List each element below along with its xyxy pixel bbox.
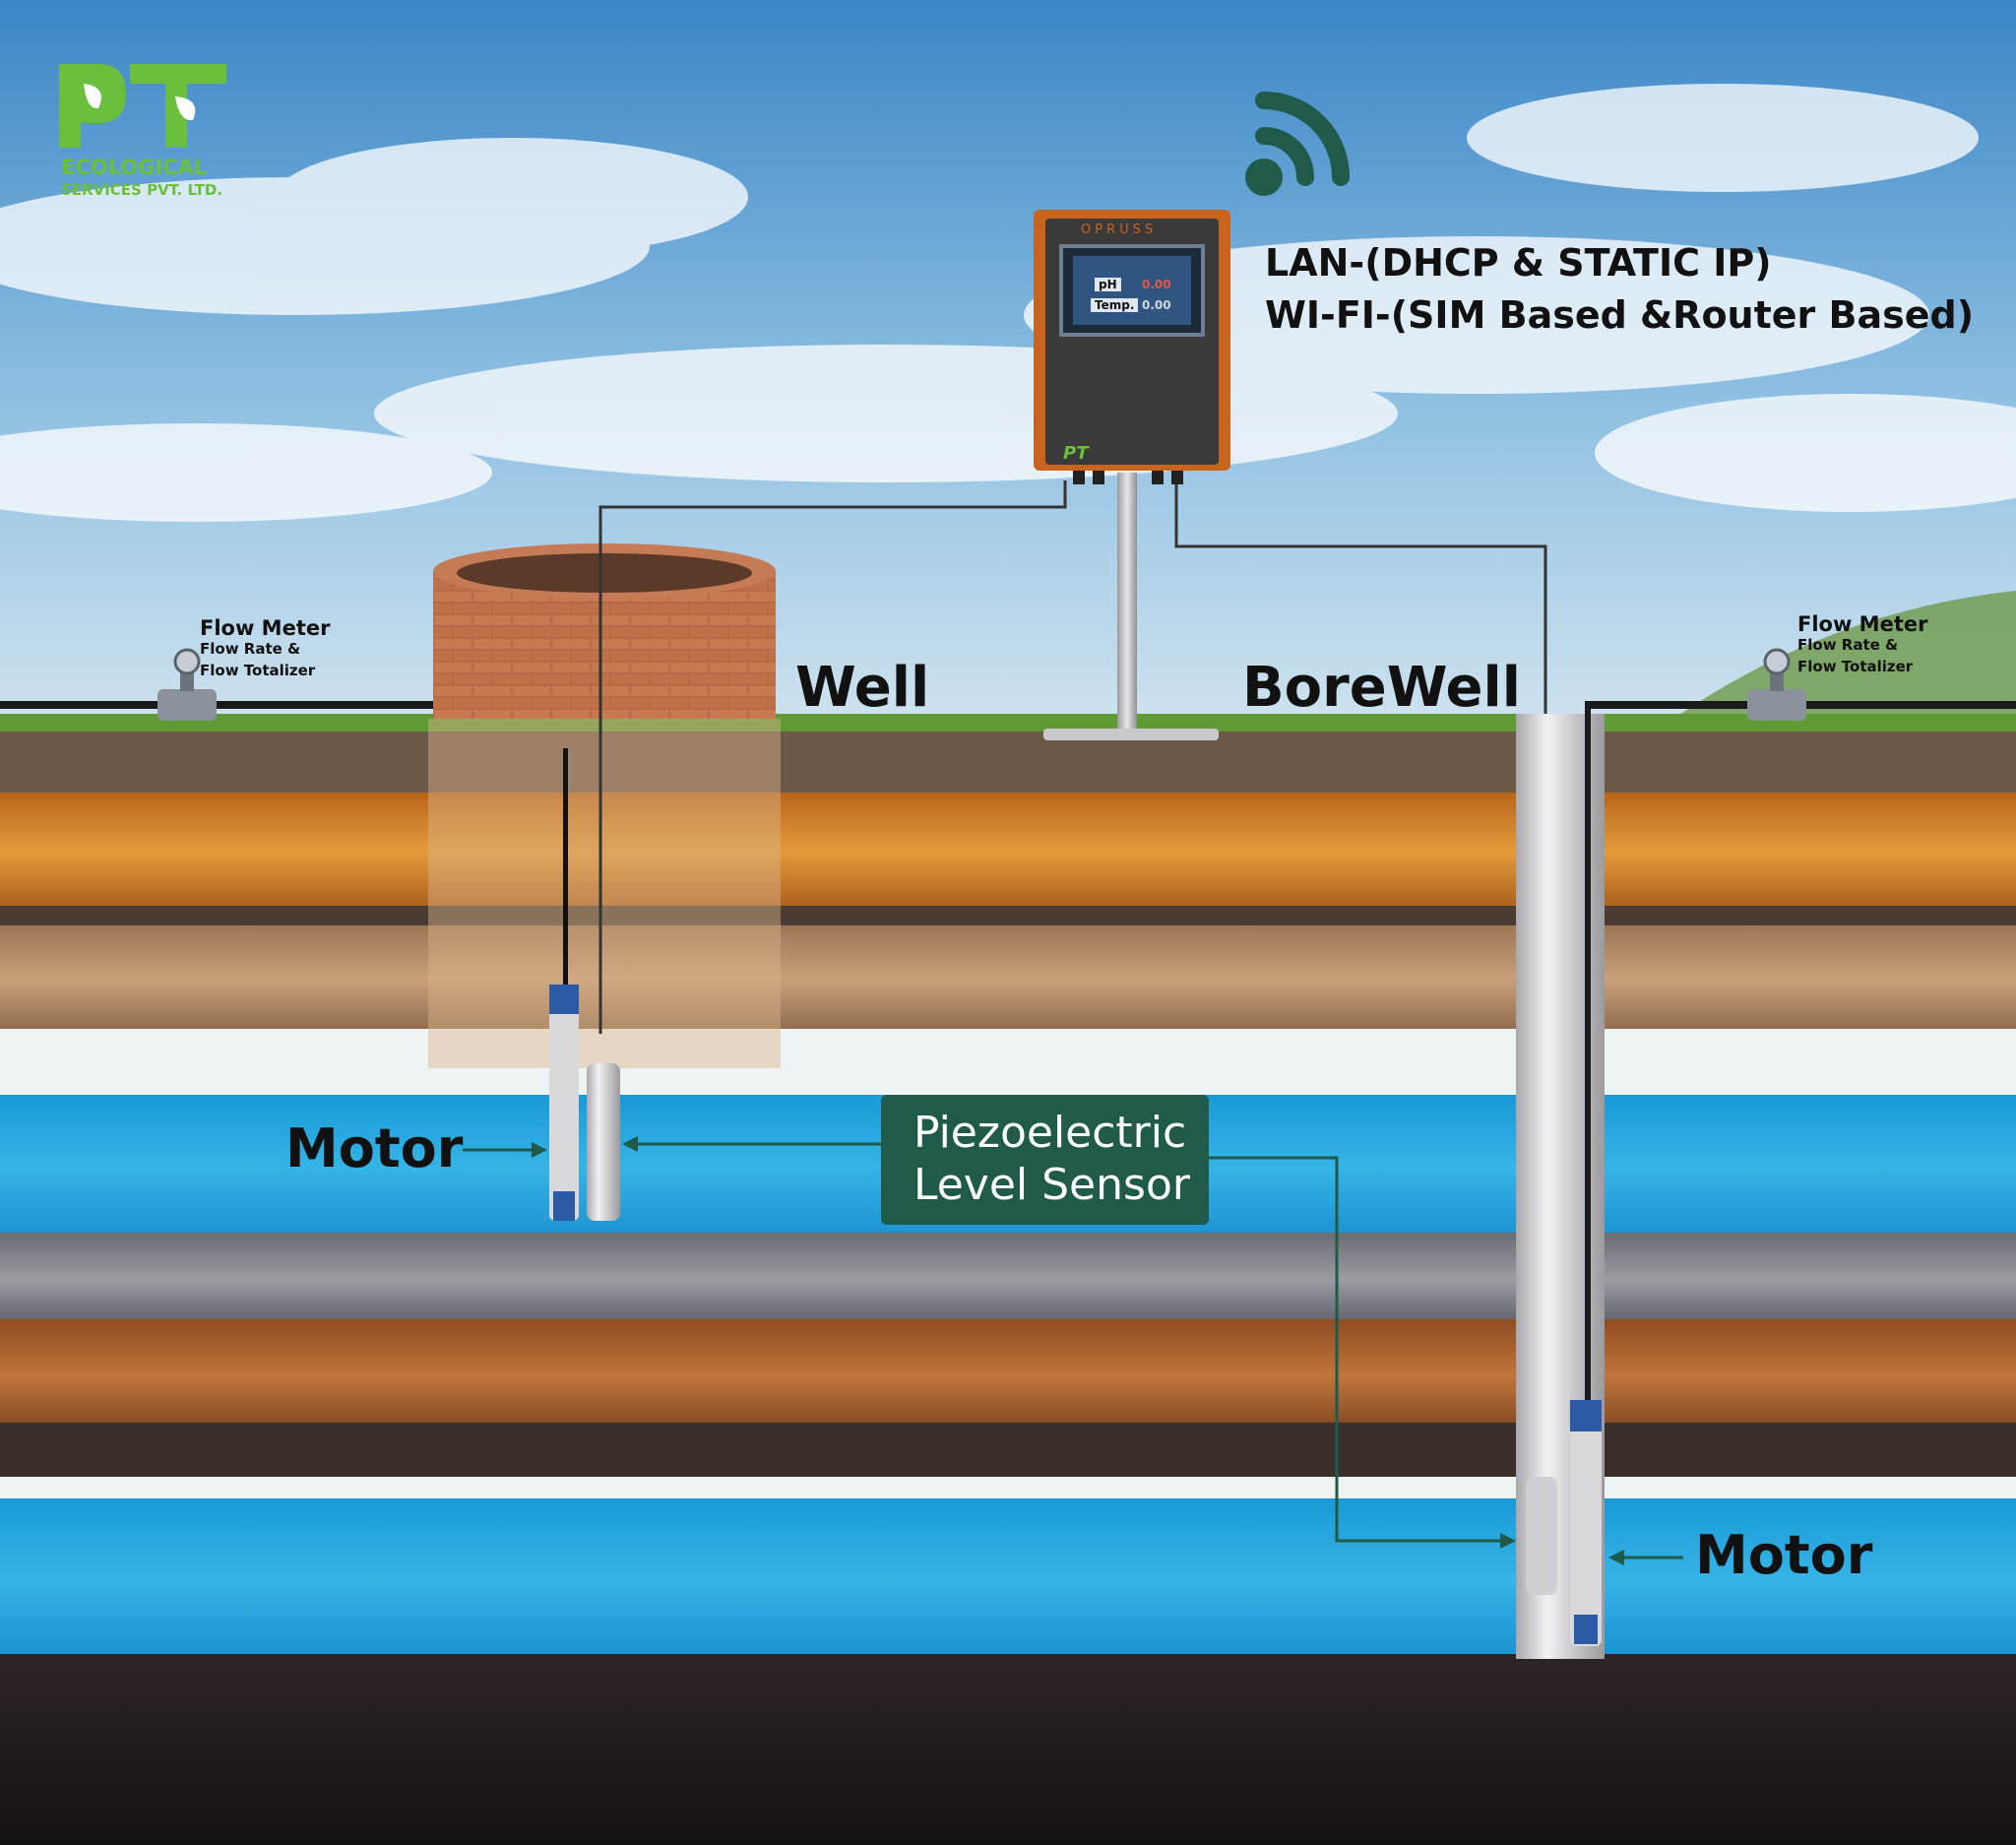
- well-sensor-cable: [598, 480, 1067, 1034]
- controller-enclosure: [1034, 210, 1230, 484]
- well-motor: [549, 985, 579, 1221]
- lower-aquifer: [0, 1498, 2016, 1661]
- flow-meter-left-sub1: Flow Rate &: [200, 640, 301, 658]
- sensor-label-line2: Level Sensor: [914, 1160, 1190, 1210]
- borewell-label: BoreWell: [1242, 656, 1521, 720]
- flow-meter-right-sub1: Flow Rate &: [1797, 636, 1899, 654]
- flow-meter-left-title: Flow Meter: [200, 616, 331, 640]
- orange-soil-layer: [0, 793, 2016, 911]
- flow-meter-left-sub2: Flow Totalizer: [200, 662, 316, 679]
- white-gap-lower: [0, 1477, 2016, 1501]
- clay-layer: [0, 1319, 2016, 1432]
- well-level-sensor: [587, 1063, 620, 1221]
- flow-meter-right-device: [1747, 648, 1806, 721]
- motor-left-label: Motor: [285, 1117, 464, 1179]
- controller-pole: [1117, 473, 1137, 738]
- connectivity-line1: LAN-(DHCP & STATIC IP): [1265, 241, 1772, 285]
- motor-left-arrow-head: [532, 1142, 547, 1158]
- logo-line1: ECOLOGICAL: [61, 156, 208, 179]
- borewell-motor-pipe: [1585, 701, 1591, 1400]
- brick-well: [428, 543, 781, 1068]
- well-label: Well: [795, 656, 930, 720]
- flow-meter-left-device: [158, 648, 217, 721]
- tan-soil-layer: [0, 925, 2016, 1034]
- logo-mark: [59, 64, 226, 148]
- controller-badge: PT: [1063, 443, 1089, 464]
- screen-row1-label: pH: [1095, 278, 1121, 291]
- dark-gravel-layer: [0, 1423, 2016, 1482]
- screen-row2-label: Temp.: [1091, 298, 1139, 312]
- sensor-arrow-right: [1209, 1156, 1506, 1543]
- screen-row1-value: 0.00: [1142, 278, 1171, 291]
- motor-right-label: Motor: [1695, 1524, 1873, 1586]
- flow-meter-right-sub2: Flow Totalizer: [1797, 658, 1914, 675]
- sensor-arrow-right-head: [1500, 1533, 1516, 1549]
- borewell-motor: [1570, 1400, 1602, 1646]
- controller-brand: OPRUSS: [1081, 223, 1158, 237]
- borewell-level-sensor: [1526, 1477, 1557, 1595]
- gravel-layer: [0, 906, 2016, 927]
- screen-row2-value: 0.00: [1142, 298, 1171, 312]
- well-motor-cable: [563, 748, 568, 989]
- sensor-callout-box: [881, 1095, 1209, 1225]
- logo-line2: SERVICES PVT. LTD.: [61, 181, 223, 199]
- connectivity-line2: WI-FI-(SIM Based &Router Based): [1265, 293, 1975, 337]
- grass: [0, 714, 2016, 732]
- pole-base: [1043, 729, 1219, 740]
- grey-rock-layer: [0, 1233, 2016, 1326]
- topsoil-layer: [0, 724, 2016, 802]
- wifi-icon: [1245, 92, 1350, 196]
- sensor-label-line1: Piezoelectric: [914, 1108, 1187, 1158]
- bedrock-layer: [0, 1654, 2016, 1845]
- white-gap-upper: [0, 1029, 2016, 1098]
- motor-right-arrow-head: [1608, 1550, 1624, 1565]
- sensor-arrow-left-head: [622, 1136, 638, 1152]
- flow-meter-right-title: Flow Meter: [1797, 612, 1928, 636]
